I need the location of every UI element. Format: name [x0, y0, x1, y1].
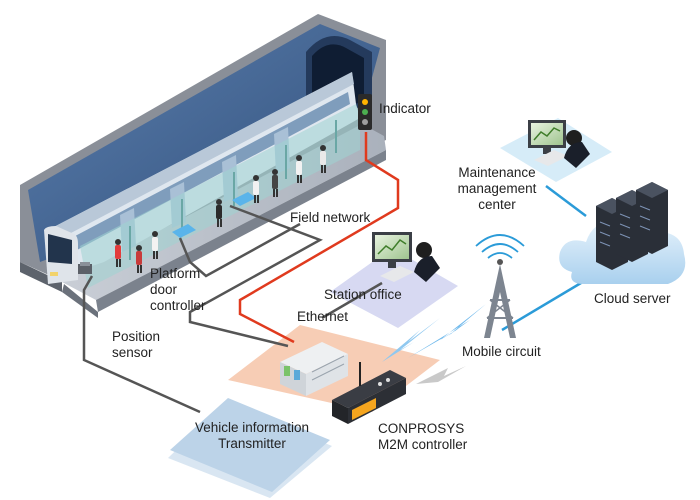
antenna-tower-icon [475, 234, 525, 338]
maintenance-label-line2: management [458, 181, 537, 196]
maintenance-workstation-icon [528, 120, 590, 168]
io-module-icon [280, 342, 348, 396]
maintenance-label-line1: Maintenance [458, 165, 535, 180]
field-network-line [238, 132, 400, 344]
conprosys-label-line1: CONPROSYS [378, 421, 464, 436]
lightning-icon [382, 304, 486, 362]
m2m-controller-icon [332, 362, 406, 424]
position-sensor-label-line2: sensor [112, 345, 153, 360]
maintenance-label-line3: center [478, 197, 516, 212]
transmitter-panel [168, 398, 332, 498]
indicator-icon [358, 94, 372, 130]
conprosys-label-line2: M2M controller [378, 437, 468, 452]
server-rack-icon [596, 182, 668, 270]
transmitter-label-line2: Transmitter [218, 436, 286, 451]
station-office-label: Station office [324, 287, 402, 302]
cloud-server-label: Cloud server [594, 291, 671, 306]
ethernet-label: Ethernet [297, 309, 348, 324]
platform-controller-label-line3: controller [150, 298, 206, 313]
platform-controller-label-line2: door [150, 282, 178, 297]
position-sensor-icon [78, 262, 92, 274]
passengers [115, 145, 326, 273]
mobile-link-icon [416, 366, 466, 384]
transmitter-label-line1: Vehicle information [195, 420, 309, 435]
ethernet-lines [82, 204, 383, 414]
platform-controller-label-line1: Platform [150, 266, 200, 281]
mobile-circuit-label: Mobile circuit [462, 344, 541, 359]
position-sensor-label-line1: Position [112, 329, 160, 344]
platform-door-icon [80, 104, 360, 288]
field-network-label: Field network [290, 210, 371, 225]
indicator-label: Indicator [379, 101, 431, 116]
workstation-icon [372, 232, 440, 282]
cloud-lines [501, 185, 587, 332]
